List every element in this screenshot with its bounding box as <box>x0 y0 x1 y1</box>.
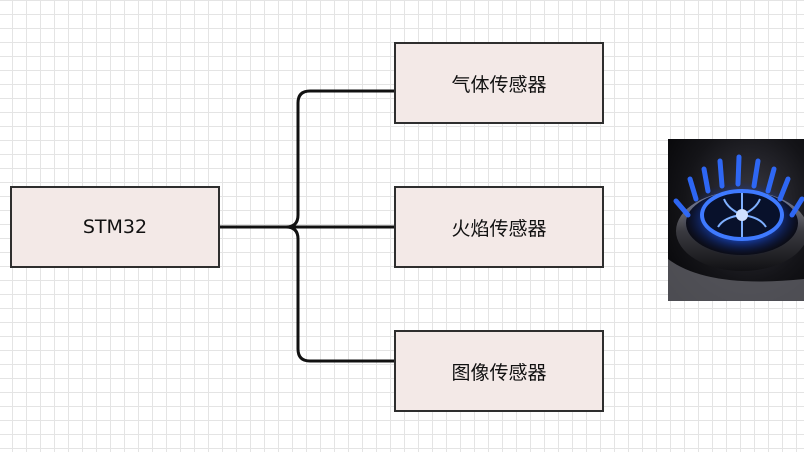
gas-stove-blue-flame-icon <box>668 139 804 301</box>
connector-stm32-to-image <box>219 225 396 363</box>
node-stm32[interactable]: STM32 <box>10 186 220 268</box>
node-image-sensor[interactable]: 图像传感器 <box>394 330 604 412</box>
node-flame-sensor-label: 火焰传感器 <box>451 217 547 240</box>
node-flame-sensor[interactable]: 火焰传感器 <box>394 186 604 268</box>
connector-stm32-to-gas <box>219 89 396 229</box>
node-gas-sensor-label: 气体传感器 <box>451 73 547 96</box>
node-gas-sensor[interactable]: 气体传感器 <box>394 42 604 124</box>
node-stm32-label: STM32 <box>82 216 148 238</box>
gas-stove-flame-image <box>668 139 804 301</box>
node-image-sensor-label: 图像传感器 <box>451 361 547 384</box>
